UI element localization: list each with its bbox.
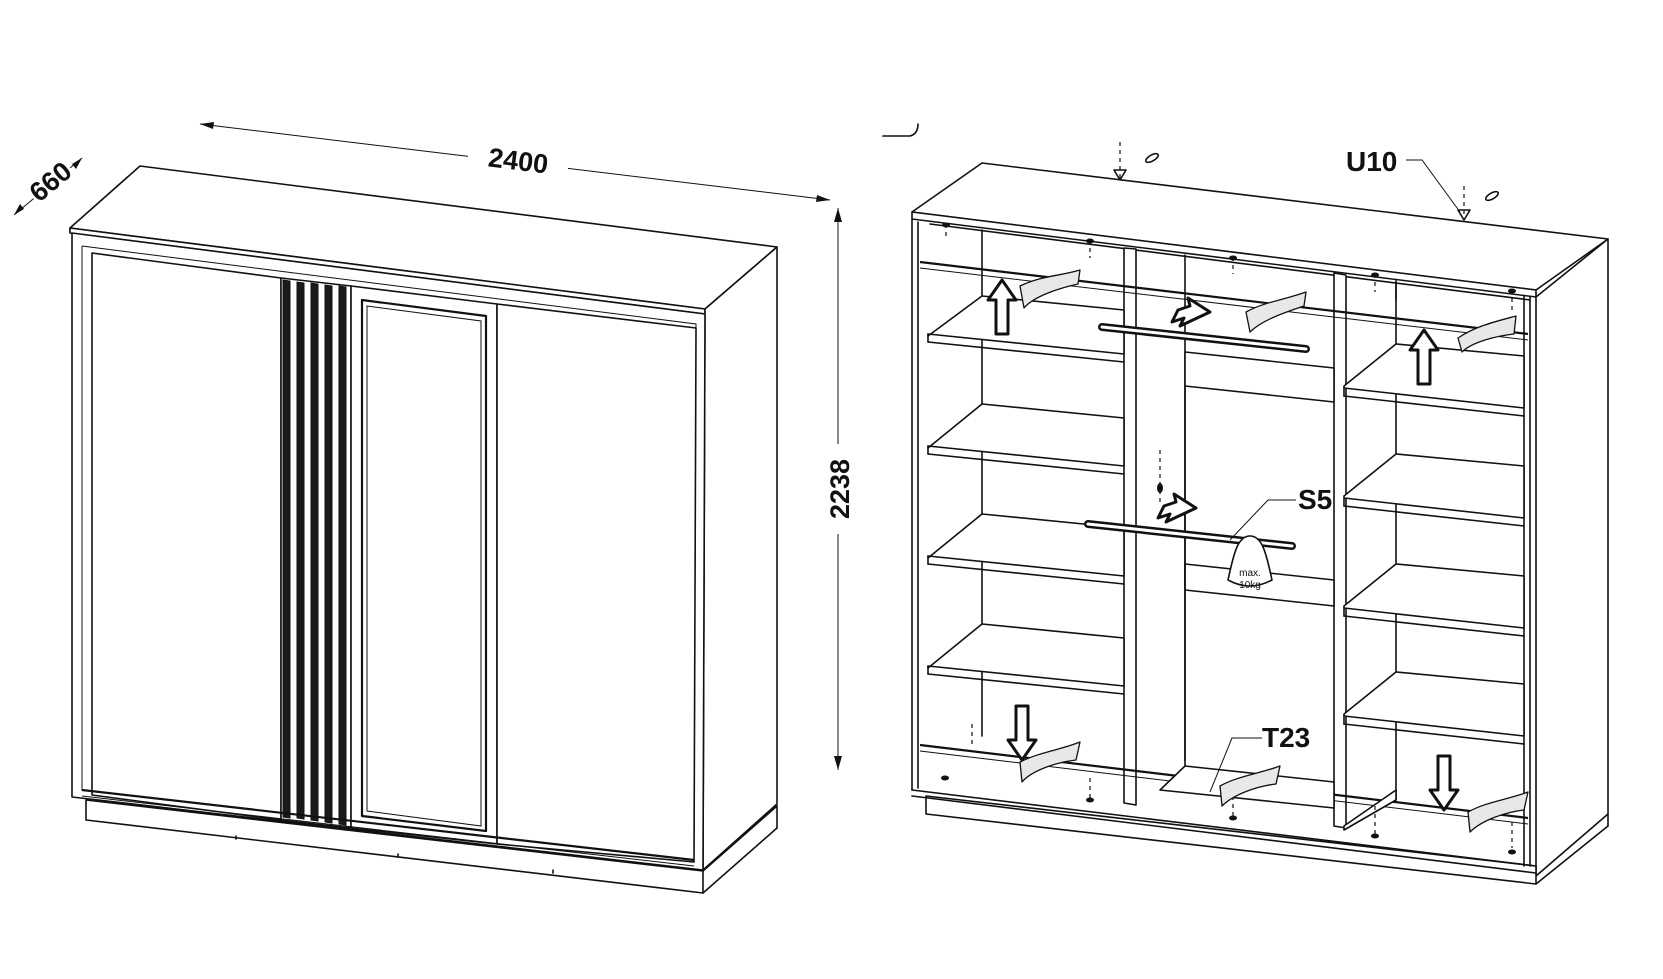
weight-icon: max. 10kg xyxy=(1227,535,1273,591)
width-label: 2400 xyxy=(487,142,550,179)
weight-line2: 10kg xyxy=(1239,580,1261,591)
part-callout-t23: T23 xyxy=(1209,722,1310,793)
wardrobe-right-side xyxy=(702,246,778,871)
weight-line1: max. xyxy=(1239,568,1261,579)
part-callout-s5: S5 xyxy=(1229,484,1332,541)
up-arrow-icon xyxy=(1156,296,1212,524)
closed-wardrobe-view: 2400 660 2238 xyxy=(13,122,856,894)
pre-drilled-holes xyxy=(941,222,1516,855)
top-door-track xyxy=(919,260,1529,341)
hand-icon xyxy=(1019,269,1529,833)
dashed-guide-lines xyxy=(945,142,1513,848)
width-dimension: 2400 xyxy=(199,122,831,202)
part-callout-u10: U10 xyxy=(1346,146,1461,213)
left-shelves xyxy=(927,295,1125,695)
part-label-s5: S5 xyxy=(1298,484,1332,515)
height-label: 2238 xyxy=(825,459,855,519)
up-arrow-icon xyxy=(986,278,1440,386)
height-dimension: 2238 xyxy=(822,208,856,770)
screws xyxy=(1113,152,1500,221)
down-arrow-icon xyxy=(1006,704,1460,812)
part-label-t23: T23 xyxy=(1262,722,1310,753)
open-wardrobe-view: max. 10kg U10 S5 T23 xyxy=(882,123,1609,885)
right-sliding-door xyxy=(496,303,697,863)
depth-dimension: 660 xyxy=(13,154,83,216)
carcass-right-side xyxy=(1535,238,1609,877)
right-shelves xyxy=(1343,343,1525,831)
grooved-door-panel xyxy=(280,277,352,829)
bottom-track xyxy=(81,788,695,862)
left-sliding-door xyxy=(91,252,282,821)
part-label-u10: U10 xyxy=(1346,146,1397,177)
mirror-door xyxy=(350,285,498,845)
corner-mark xyxy=(882,123,919,137)
upper-hanging-rail xyxy=(1098,323,1310,353)
